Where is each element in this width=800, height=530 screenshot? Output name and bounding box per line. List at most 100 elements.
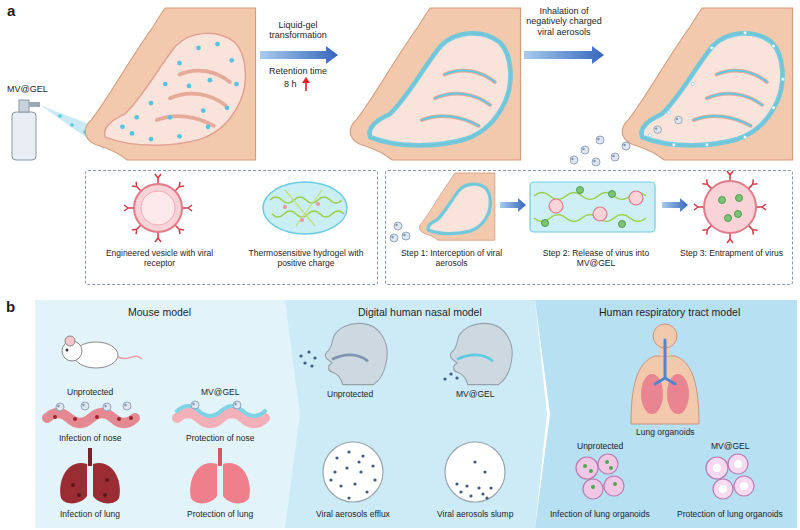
zoom-view — [477, 486, 480, 489]
nose-section — [225, 105, 230, 110]
head-model — [332, 355, 368, 361]
nose-section — [85, 8, 255, 160]
head-model — [457, 355, 493, 361]
caption-text: Infection of lung organoids — [550, 510, 650, 520]
zoom-view — [485, 496, 488, 499]
nasal-epithelium — [233, 401, 241, 409]
panel-letter: b — [6, 298, 15, 315]
step-nose — [420, 173, 495, 240]
hydrogel-blob — [270, 197, 342, 203]
arrow-label: Inhalation of negatively charged viral a… — [518, 6, 610, 37]
nasal-epithelium — [47, 413, 135, 423]
nose-section — [370, 33, 511, 145]
aerosol-dots — [303, 361, 306, 364]
organoids-protected — [728, 454, 748, 474]
nose-section — [177, 134, 182, 139]
zoom-view — [455, 460, 492, 499]
model-band: Digital human nasal modelUnprotectedMV@G… — [285, 300, 547, 528]
engineered-vesicle — [134, 184, 182, 232]
aerosol-dots — [299, 350, 316, 367]
caption-text: Unprotected — [67, 388, 113, 398]
panel-letter: a — [7, 2, 15, 19]
gel-network — [577, 187, 584, 194]
nose-section — [201, 108, 206, 113]
nose-section — [422, 71, 495, 126]
nasal-epithelium — [53, 415, 133, 421]
nose-section — [229, 58, 234, 63]
nose-section — [208, 78, 213, 83]
band-shape — [285, 300, 547, 528]
hydrogel-blob — [283, 205, 287, 209]
nose-section — [710, 46, 713, 49]
nasal-epithelium — [103, 403, 111, 411]
band-shape — [35, 300, 301, 528]
organoids-protected — [734, 476, 754, 496]
mouse-model-illustration — [35, 300, 301, 528]
gel-network — [530, 182, 655, 232]
zoom-view — [373, 478, 376, 481]
nasal-epithelium — [56, 403, 64, 411]
entrapping-vesicle — [725, 215, 732, 222]
caption-text: Infection of nose — [59, 434, 121, 444]
caption-text: Engineered vesicle with viral receptor — [92, 249, 227, 269]
organoids-infected — [598, 454, 618, 474]
viral-aerosols — [622, 142, 630, 150]
band-title: Mouse model — [128, 306, 191, 318]
hydrogel-blob — [272, 211, 344, 217]
zoom-view — [357, 460, 360, 463]
caption-text: MV@GEL — [201, 388, 239, 398]
organoids-protected — [706, 457, 728, 479]
gel-network — [549, 199, 563, 213]
caption-text: Unprotected — [327, 390, 373, 400]
zoom-view — [361, 454, 364, 457]
arrow-label: Liquid-gel transformation — [262, 20, 334, 41]
product-label: MV@GEL — [7, 84, 48, 94]
caption-text: Viral aerosols slump — [437, 510, 513, 520]
zoom-view — [335, 456, 338, 459]
nose-section — [667, 111, 670, 114]
dashed-panel: Step 1: Interception of viral aerosolsSt… — [385, 170, 793, 285]
head-model — [325, 323, 387, 384]
spray-bottle — [19, 100, 29, 112]
aerosol-dots — [449, 372, 452, 375]
spray-bottle — [12, 112, 36, 160]
nose-section — [691, 82, 694, 85]
nose-section — [149, 101, 154, 106]
gel-network — [593, 207, 607, 221]
nose-section — [772, 44, 775, 47]
caption-text: Protection of lung — [187, 510, 253, 520]
lung-infected — [93, 463, 120, 503]
lung-infected — [77, 493, 81, 497]
lung-infected — [105, 478, 109, 482]
organoids-protected — [713, 479, 733, 499]
hydrogel-blob — [285, 190, 322, 226]
aerosol-dots — [299, 354, 302, 357]
arrow-label: Retention time — [269, 66, 327, 76]
zoom-view — [339, 484, 342, 487]
human-model-illustration — [535, 300, 797, 528]
lung-infected — [88, 448, 92, 466]
lung-infected — [103, 493, 107, 497]
caption-text: MV@GEL — [456, 390, 494, 400]
nose-section — [743, 135, 746, 138]
caption-text: Step 2: Release of virus into MV@GEL — [526, 249, 666, 269]
nasal-epithelium — [191, 401, 199, 409]
nose-section — [157, 71, 230, 126]
aerosol-dots — [313, 356, 316, 359]
zoom-view — [483, 470, 486, 473]
mouse-icon — [65, 336, 75, 346]
nasal-epithelium — [123, 402, 131, 410]
engineered-vesicle — [124, 174, 192, 242]
spray-bottle — [70, 123, 74, 127]
lung-infected — [71, 483, 75, 487]
gel-network — [542, 220, 549, 227]
time-label: 8 h — [284, 79, 297, 89]
organoids-infected — [591, 485, 595, 489]
process-arrow — [260, 46, 338, 64]
nasal-model-illustration — [285, 300, 547, 528]
zoom-view — [323, 442, 383, 502]
zoom-view — [465, 484, 468, 487]
increase-arrow — [305, 82, 307, 91]
zoom-view — [329, 450, 376, 499]
